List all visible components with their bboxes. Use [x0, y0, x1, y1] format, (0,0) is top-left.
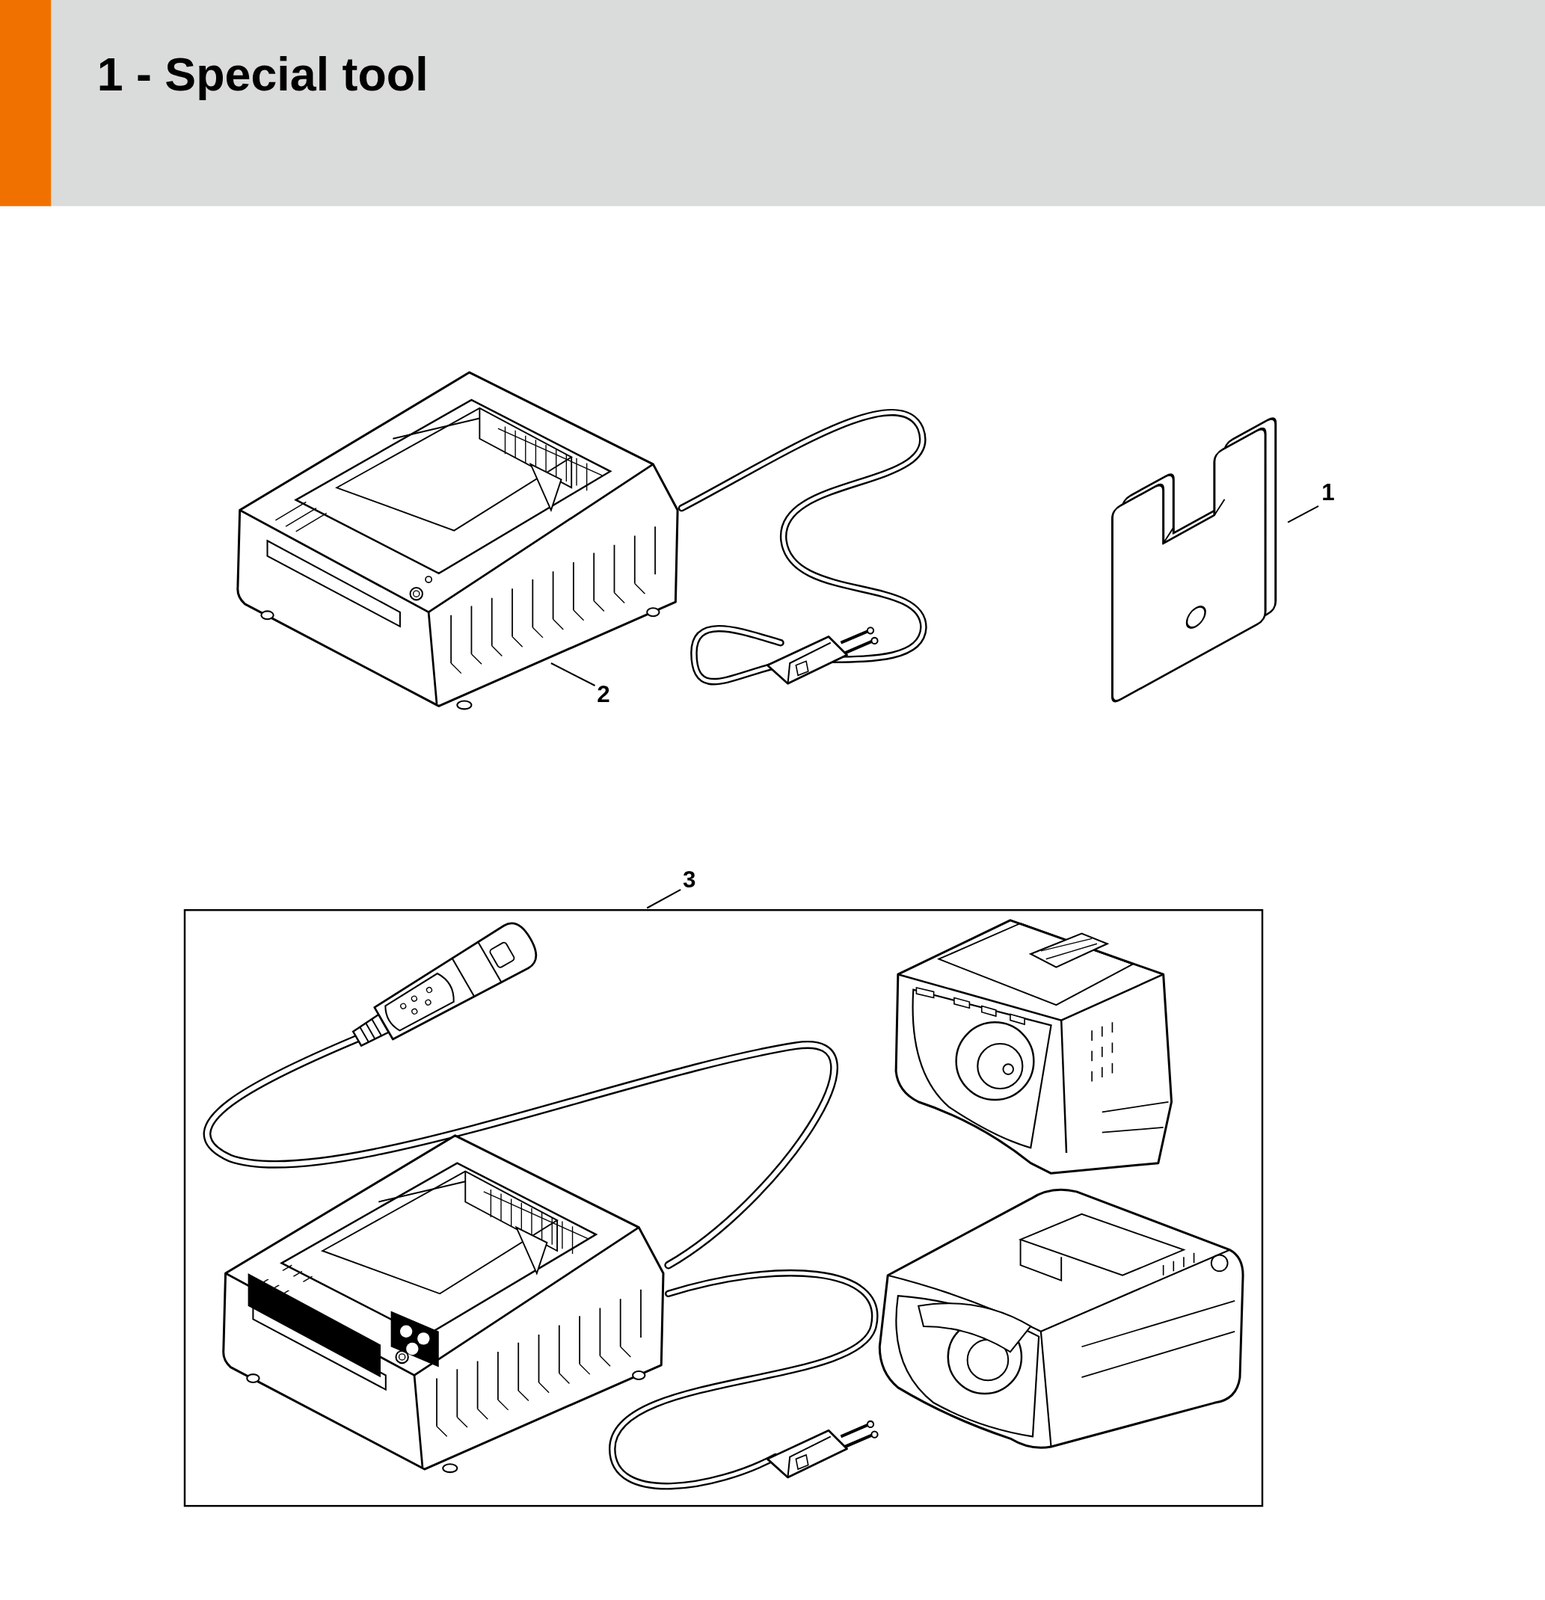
line-art — [1020, 1214, 1184, 1276]
line-art — [358, 1018, 382, 1044]
battery-upper — [895, 920, 1172, 1174]
callout-number: 2 — [595, 682, 613, 708]
line-art — [938, 923, 1133, 1006]
charger-set-item-3 — [184, 889, 1263, 1507]
line-art — [400, 1325, 413, 1338]
line-art — [1091, 1022, 1113, 1082]
header-band — [0, 0, 1545, 207]
line-art — [693, 628, 786, 683]
line-art — [391, 1311, 439, 1368]
line-art — [977, 1043, 1023, 1089]
line-art — [1081, 1301, 1235, 1378]
callout-number: 1 — [1319, 479, 1337, 505]
line-art — [1186, 602, 1206, 632]
line-art — [1061, 1020, 1067, 1154]
line-art — [371, 917, 543, 1045]
line-art — [879, 1189, 1243, 1448]
line-art — [410, 995, 418, 1003]
line-art — [380, 971, 458, 1035]
line-art — [767, 627, 878, 684]
line-art — [895, 920, 1172, 1174]
special-tool-item-1 — [1112, 415, 1319, 704]
line-art — [1040, 938, 1098, 959]
line-art — [1163, 1253, 1195, 1276]
line-art — [406, 1343, 419, 1356]
leader-line — [551, 663, 596, 686]
header-accent — [0, 0, 51, 207]
charger-item-2 — [237, 372, 924, 709]
line-art — [918, 1303, 1031, 1353]
line-art — [223, 1135, 664, 1473]
line-art — [1030, 934, 1107, 968]
line-art — [1102, 1102, 1169, 1133]
line-art — [1163, 499, 1225, 544]
line-art — [417, 1332, 430, 1345]
line-art — [1002, 1064, 1014, 1075]
line-art — [913, 990, 1052, 1149]
page-title: 1 - Special tool — [97, 50, 429, 98]
line-art — [1040, 1331, 1052, 1448]
line-art — [895, 1295, 1039, 1437]
line-art — [1112, 426, 1266, 705]
line-art — [916, 987, 1025, 1025]
line-art — [400, 1002, 407, 1010]
line-art — [262, 1260, 375, 1337]
line-art — [237, 372, 678, 709]
leader-line — [646, 889, 681, 909]
line-art — [1112, 426, 1266, 705]
line-art — [693, 628, 786, 683]
set-frame — [184, 910, 1263, 1507]
line-art — [424, 999, 432, 1006]
line-art — [956, 1022, 1035, 1101]
line-art — [1020, 1239, 1062, 1282]
line-art — [344, 917, 543, 1060]
callout-number: 3 — [680, 867, 698, 893]
line-art — [1211, 1254, 1228, 1272]
leader-line — [1287, 506, 1319, 523]
line-art — [411, 1008, 419, 1015]
battery-lower — [879, 1189, 1243, 1448]
line-art — [767, 1421, 878, 1478]
line-art — [425, 986, 433, 994]
line-art — [489, 941, 516, 969]
